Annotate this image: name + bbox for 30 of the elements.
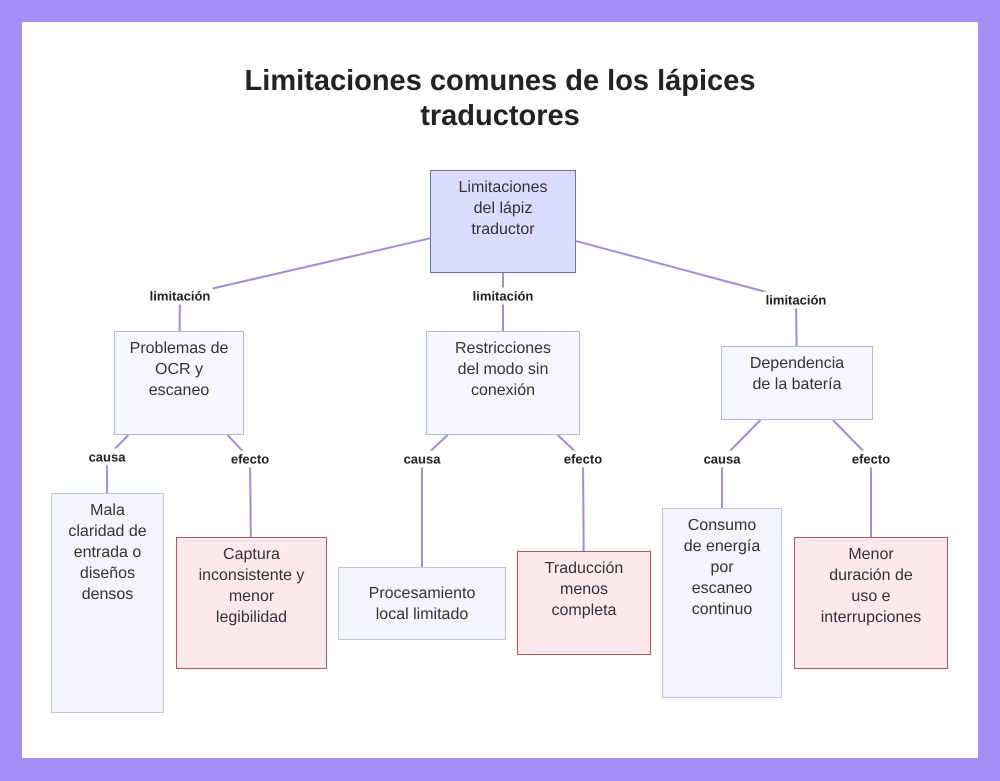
node-text: Problemas de OCR y escaneo xyxy=(129,339,229,401)
edge-label: causa xyxy=(702,450,742,468)
edge-label: limitación xyxy=(148,288,212,304)
diagram-title: Limitaciones comunes de los lápices traductores xyxy=(244,64,756,134)
cause-box xyxy=(662,508,782,698)
node-text: Consumo de energía por escaneo continuo xyxy=(682,516,762,620)
effect-box xyxy=(794,537,948,669)
node-text: Captura inconsistente y menor legibilidad xyxy=(198,545,304,628)
category-box xyxy=(721,346,873,420)
node-text: Dependencia de la batería xyxy=(748,354,846,395)
category-box xyxy=(426,331,580,435)
cause-box xyxy=(338,567,506,640)
node-text: Mala claridad de entrada o diseños densos xyxy=(68,501,148,605)
node-text: Procesamiento local limitado xyxy=(368,584,476,624)
node-text: Traducción menos completa xyxy=(544,559,624,621)
edge-label: efecto xyxy=(228,450,272,468)
edge-label: causa xyxy=(402,450,442,468)
cause-box xyxy=(51,493,164,713)
effect-box xyxy=(517,551,651,655)
node-text: Restricciones del modo sin conexión xyxy=(454,339,552,401)
root-box xyxy=(430,170,576,273)
node-text: Limitaciones del lápiz traductor xyxy=(458,178,548,240)
category-box xyxy=(114,331,244,435)
edge-label: limitación xyxy=(764,292,828,308)
edge-label: efecto xyxy=(562,450,604,468)
edge-label: causa xyxy=(86,448,128,466)
effect-box xyxy=(176,537,327,669)
edge-label: efecto xyxy=(850,450,892,468)
edge-label: limitación xyxy=(470,288,536,304)
node-text: Menor duración de uso e interrupciones xyxy=(820,545,922,628)
